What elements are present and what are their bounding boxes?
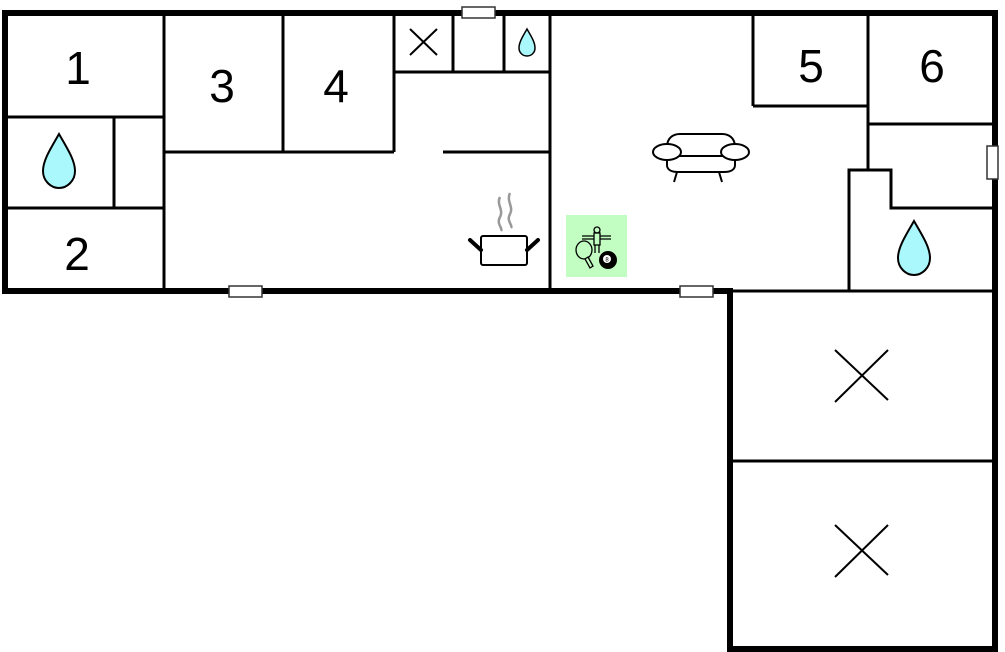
door-top bbox=[461, 6, 496, 19]
door-bottom-middle bbox=[679, 285, 714, 298]
bathroom-water-icon bbox=[41, 131, 77, 190]
bathroom-water-icon bbox=[896, 218, 932, 277]
kitchen-pot-icon bbox=[468, 192, 540, 266]
room-label-2: 2 bbox=[64, 228, 90, 280]
room-label-6: 6 bbox=[919, 40, 945, 92]
door-bottom-left bbox=[228, 285, 263, 298]
svg-text:8: 8 bbox=[605, 258, 609, 264]
activity-games-icon: 8 bbox=[566, 215, 627, 277]
not-accessible-cross-icon bbox=[834, 524, 889, 578]
outer-walls bbox=[2, 10, 998, 652]
door-right bbox=[986, 145, 999, 180]
sofa-icon bbox=[652, 133, 750, 183]
room-label-4: 4 bbox=[323, 60, 349, 112]
doors bbox=[228, 6, 999, 298]
room-label-3: 3 bbox=[209, 60, 235, 112]
not-accessible-cross-icon bbox=[834, 349, 889, 403]
room-label-1: 1 bbox=[65, 42, 91, 94]
room-label-5: 5 bbox=[798, 40, 824, 92]
not-accessible-cross-icon bbox=[409, 28, 438, 56]
bathroom-water-icon bbox=[518, 27, 536, 57]
interior-walls bbox=[5, 13, 995, 463]
